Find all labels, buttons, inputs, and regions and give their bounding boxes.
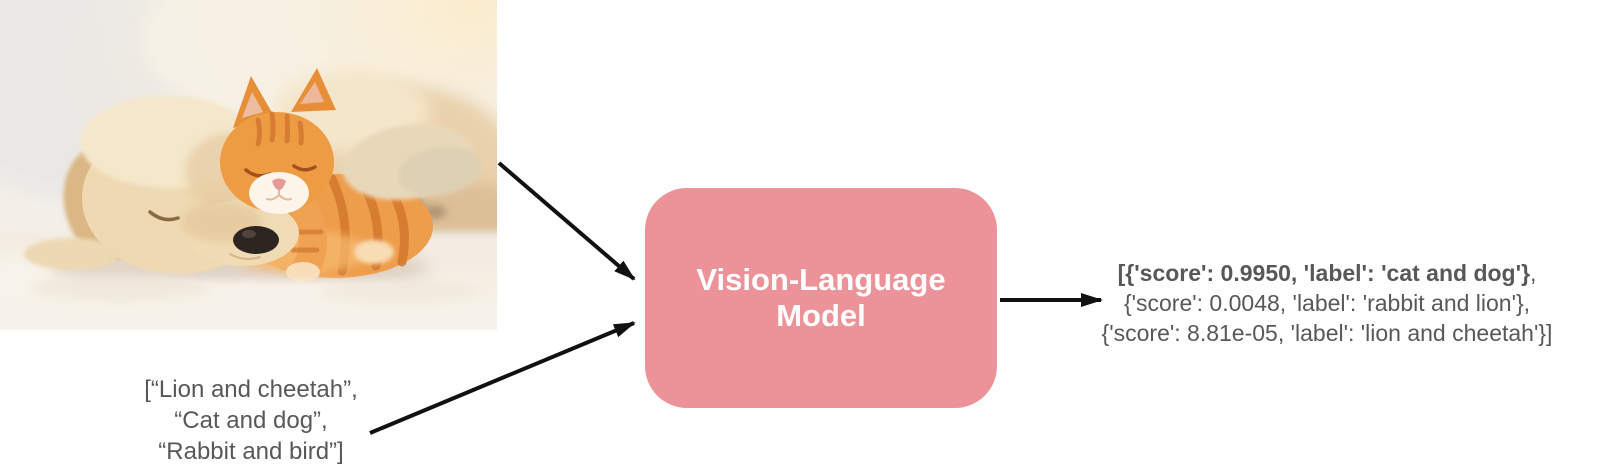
output-top-score: [{'score': 0.9950, 'label': 'cat and dog… xyxy=(1117,260,1531,286)
candidate-label-line: “Cat and dog”, xyxy=(174,407,328,434)
puppy-nose xyxy=(233,226,279,254)
output-line-1: [{'score': 0.9950, 'label': 'cat and dog… xyxy=(1117,260,1537,286)
output-line-2: {'score': 0.0048, 'label': 'rabbit and l… xyxy=(1123,290,1531,316)
puppy-closed-eye xyxy=(148,210,180,222)
kitten-forehead-stripes xyxy=(255,111,304,147)
kitten-paw xyxy=(286,262,320,282)
kitten-nose xyxy=(272,178,286,190)
kitten-closed-eye xyxy=(292,164,317,172)
model-output-text: [{'score': 0.9950, 'label': 'cat and dog… xyxy=(1059,258,1595,348)
output-line-3: {'score': 8.81e-05, 'label': 'lion and c… xyxy=(1101,320,1553,346)
blanket-foreground xyxy=(0,274,497,330)
arrow-image-to-model xyxy=(497,161,636,281)
puppy-paw xyxy=(24,238,120,270)
kitten-hind-paw xyxy=(354,240,394,264)
candidate-label-line: [“Lion and cheetah”, xyxy=(144,376,358,403)
pets-photo-illustration xyxy=(0,0,497,330)
candidate-label-line: “Rabbit and bird”] xyxy=(158,438,344,465)
dog-ear-drape xyxy=(342,124,482,200)
input-image xyxy=(0,0,497,330)
vision-language-model-box: Vision-Language Model xyxy=(645,188,997,408)
model-box-label: Vision-Language Model xyxy=(696,262,946,333)
kitten-head xyxy=(220,68,336,214)
candidate-labels-list: [“Lion and cheetah”, “Cat and dog”, “Rab… xyxy=(91,374,411,467)
kitten-front-leg xyxy=(286,198,327,282)
